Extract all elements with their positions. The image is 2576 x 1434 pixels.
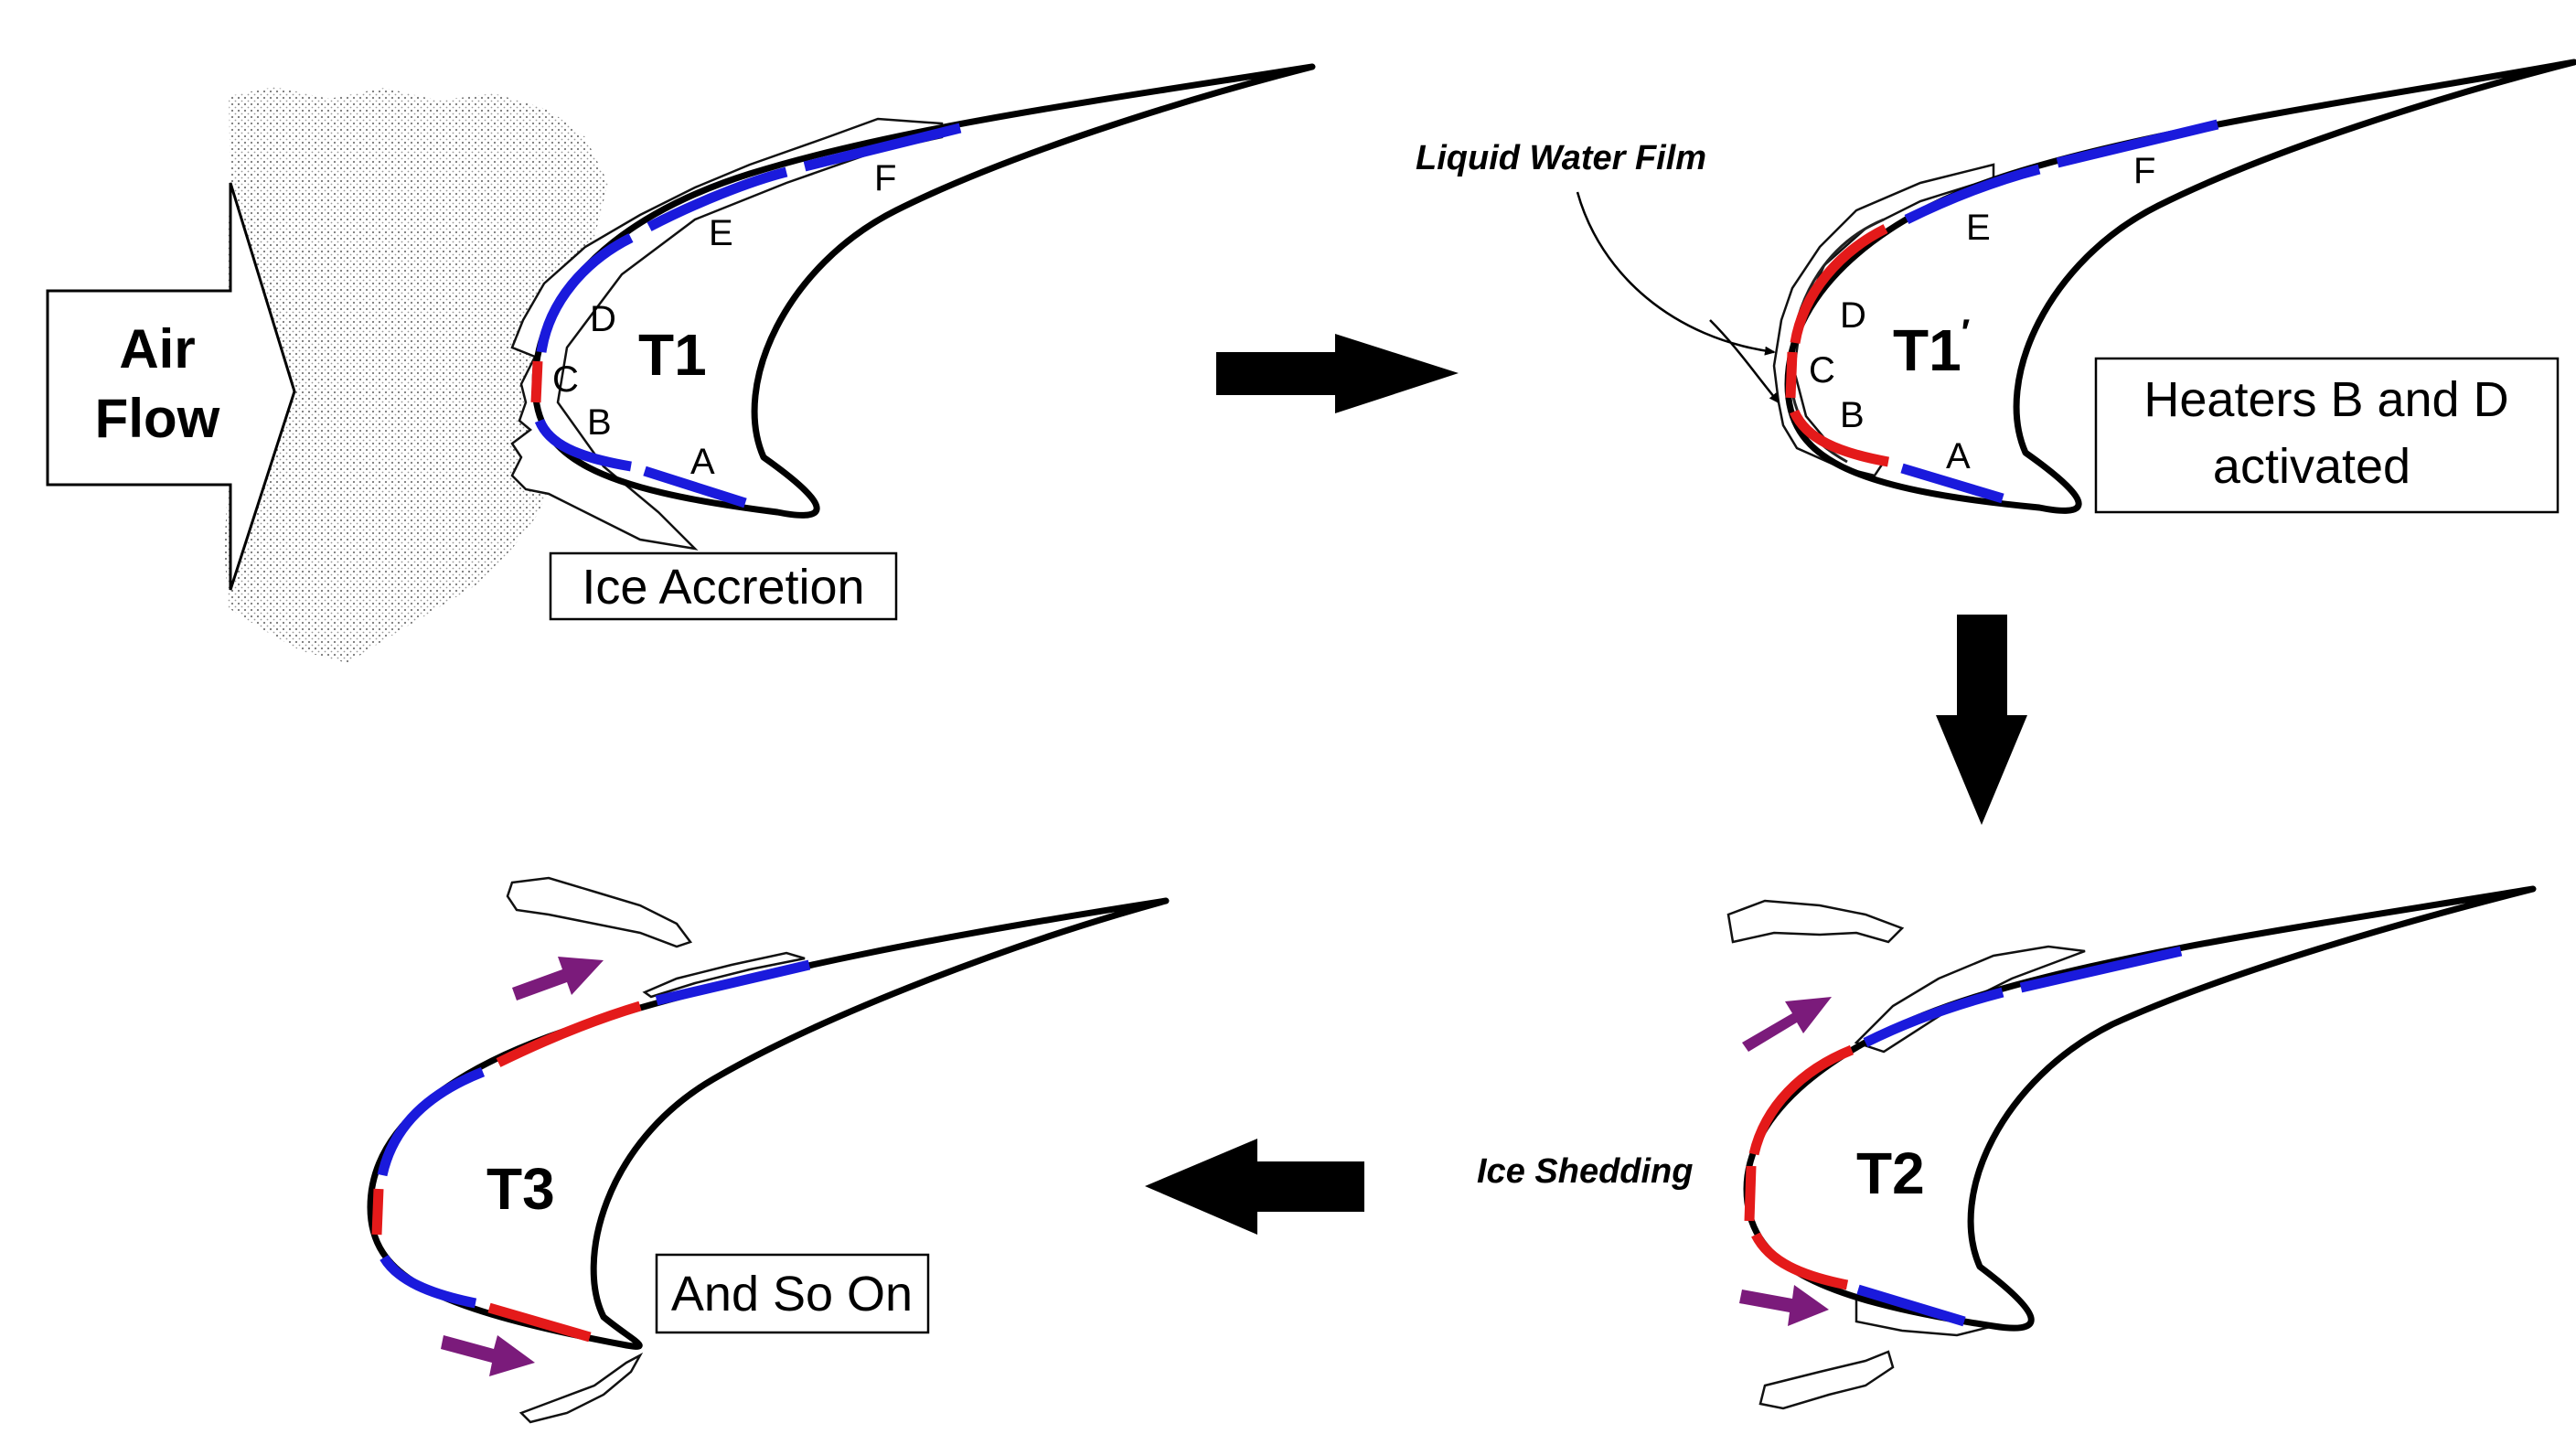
segment-label-e: E — [1966, 208, 1991, 248]
heater-segment-e — [1904, 164, 2041, 224]
segment-label-f: F — [2133, 151, 2155, 191]
heater-segment-b — [1751, 1232, 1849, 1290]
heater-segment-c — [1744, 1165, 1757, 1222]
heater-segment-a — [1900, 463, 2004, 504]
film-pointer-1 — [1576, 191, 1776, 356]
segment-label-c: C — [552, 359, 579, 400]
ice-shedding-label: Ice Shedding — [1477, 1152, 1693, 1191]
heater-segment-d — [377, 1066, 486, 1177]
and-so-on-label: And So On — [671, 1267, 913, 1322]
heater-segment-b — [534, 418, 632, 472]
shed-arrow-bottom — [441, 1335, 535, 1376]
panel-title-t3: T3 — [486, 1156, 555, 1222]
panel-title-text: T1 — [1893, 317, 1961, 383]
heater-segment-b — [379, 1254, 477, 1309]
ice-accretion — [510, 117, 944, 551]
heater-segment-a — [643, 466, 747, 508]
segment-label-a: A — [1946, 436, 1971, 476]
heater-segment-f — [2019, 946, 2183, 993]
shed-ice-chunk-top — [1726, 899, 1905, 944]
panel-t1-prime: A B C D E F T1′ Liquid Water Film Heater… — [1416, 59, 2576, 514]
panel-title-t2: T2 — [1856, 1140, 1925, 1206]
liquid-water-film-label: Liquid Water Film — [1416, 139, 1706, 177]
airfoil-outline — [531, 63, 1316, 519]
heater-segment-b — [1789, 409, 1889, 467]
heater-segment-a — [1856, 1284, 1966, 1327]
segment-label-e: E — [709, 213, 733, 253]
heaters-activated-line2: activated — [2213, 439, 2410, 494]
air-flow-label-line1: Air — [119, 318, 195, 380]
shed-ice-chunk-bottom — [1758, 1350, 1895, 1410]
segment-label-d: D — [1840, 295, 1866, 336]
airfoil-outline — [1743, 885, 2537, 1332]
heater-segment-e — [1863, 987, 2004, 1047]
heater-segment-d — [1748, 1044, 1855, 1156]
air-flow-label-line2: Flow — [95, 388, 220, 449]
heater-segment-f — [655, 959, 811, 1006]
droplet-cloud — [224, 87, 608, 663]
heaters-activated-line1: Heaters B and D — [2143, 372, 2508, 427]
heater-segment-c — [1785, 351, 1798, 399]
arrow-right — [1216, 334, 1459, 413]
heater-segment-f — [2056, 119, 2219, 168]
heater-segment-d — [536, 233, 634, 353]
ice-accretion-label: Ice Accretion — [582, 560, 864, 615]
prime-mark: ′ — [1961, 313, 1971, 353]
segment-label-a: A — [690, 442, 715, 482]
heaters-activated-box — [2094, 357, 2560, 514]
heater-segment-e — [496, 1001, 642, 1067]
and-so-on-box — [655, 1253, 930, 1334]
shed-ice-chunk-bottom — [518, 1352, 644, 1424]
panel-title-t1-prime: T1′ — [1893, 313, 1970, 383]
heater-segment-c — [530, 360, 543, 403]
shed-arrow-top — [1742, 997, 1832, 1052]
segment-label-d: D — [590, 299, 616, 339]
residual-ice-top — [642, 951, 806, 999]
ice-accretion-box — [549, 551, 898, 621]
panel-title-t1: T1 — [638, 322, 707, 388]
segment-label-c: C — [1809, 350, 1835, 391]
arrow-left — [1145, 1139, 1364, 1235]
heater-segment-f — [803, 123, 962, 172]
segment-label-f: F — [874, 158, 896, 198]
heater-segment-c — [371, 1188, 384, 1236]
panel-t2: T2 Ice Shedding — [1477, 885, 2537, 1410]
heater-segment-e — [647, 166, 788, 231]
segment-label-b: B — [587, 402, 612, 443]
heater-segment-d — [1790, 224, 1888, 344]
air-flow-arrow: Air Flow — [46, 182, 296, 591]
shed-arrow-top — [512, 957, 604, 1001]
panel-t1: Air Flow A B C D E F T1 Ice Accretion — [46, 63, 1316, 663]
film-pointer-2 — [1709, 319, 1780, 404]
panel-t3: T3 And So On — [367, 876, 1170, 1424]
heater-segment-a — [487, 1302, 592, 1343]
shed-arrow-bottom — [1739, 1285, 1829, 1326]
segment-label-b: B — [1840, 395, 1865, 435]
shed-ice-chunk-top — [506, 876, 693, 948]
arrow-down — [1936, 615, 2027, 825]
